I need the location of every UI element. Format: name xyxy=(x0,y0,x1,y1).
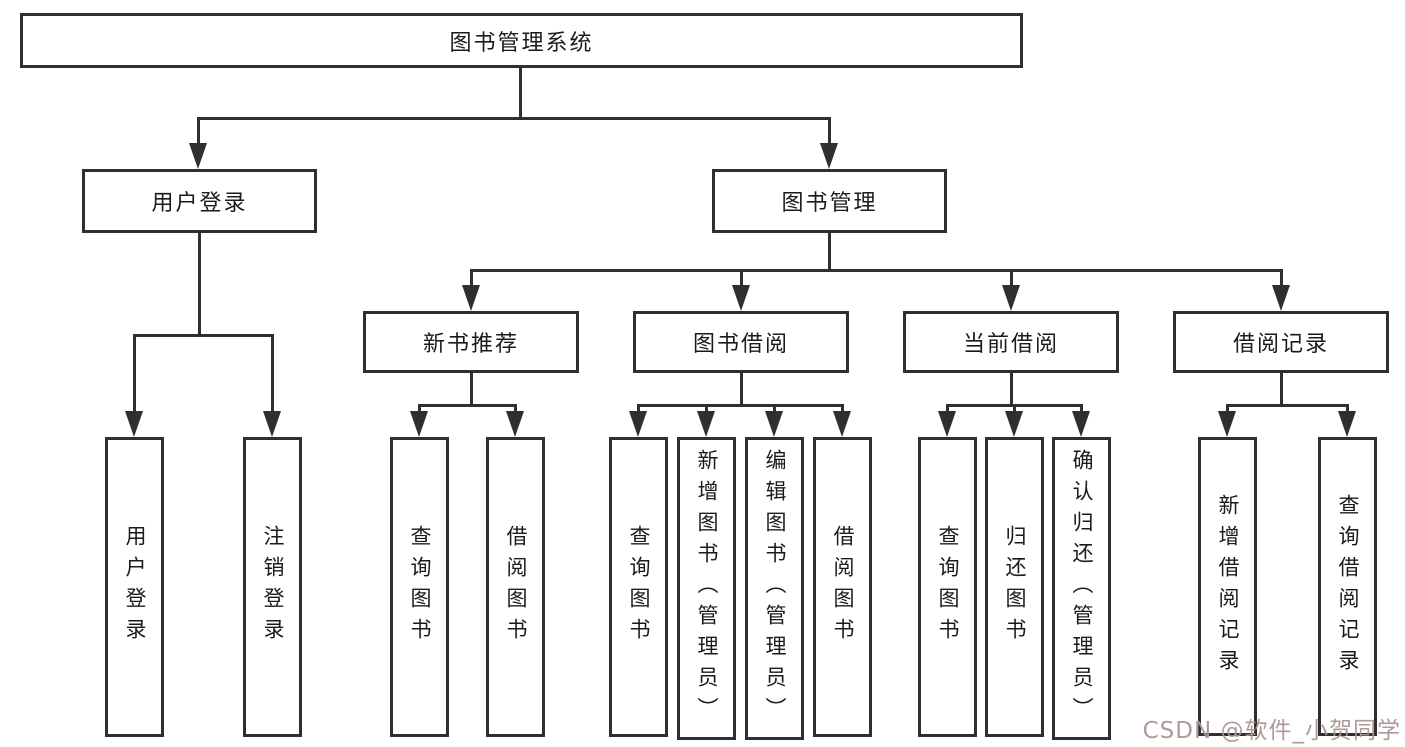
node-book-borrowing: 图书借阅 xyxy=(633,311,849,373)
node-new-book-recommendation: 新书推荐 xyxy=(363,311,579,373)
leaf-records-add-record: 新增借阅记录 xyxy=(1198,437,1257,736)
leaf-records-add-record-label: 新增借阅记录 xyxy=(1216,493,1240,680)
arrow-down-icon xyxy=(462,285,480,311)
arrow-down-icon xyxy=(765,411,783,437)
leaf-records-query-record-label: 查询借阅记录 xyxy=(1336,493,1360,680)
arrow-down-icon xyxy=(189,143,207,169)
drop-line xyxy=(470,269,473,287)
drop-line xyxy=(133,334,136,412)
node-book-management: 图书管理 xyxy=(712,169,947,233)
drop-line xyxy=(418,404,421,414)
drop-line xyxy=(1010,269,1013,287)
leaf-recommend-borrow-book: 借阅图书 xyxy=(486,437,545,737)
leaf-recommend-query-book: 查询图书 xyxy=(390,437,449,737)
leaf-borrowing-query-book: 查询图书 xyxy=(609,437,668,737)
leaf-borrowing-borrow-book: 借阅图书 xyxy=(813,437,872,737)
node-borrowing-records: 借阅记录 xyxy=(1173,311,1389,373)
drop-line xyxy=(1346,404,1349,414)
branch-line xyxy=(1227,404,1349,407)
arrow-down-icon xyxy=(820,143,838,169)
drop-line xyxy=(841,404,844,414)
node-user-login-label: 用户登录 xyxy=(151,191,248,216)
drop-line xyxy=(740,269,743,287)
trunk-line xyxy=(198,233,201,337)
leaf-borrowing-add-book-admin-label: 新增图书（管理员） xyxy=(695,449,719,728)
trunk-line xyxy=(740,373,743,407)
trunk-line xyxy=(519,68,522,120)
drop-line xyxy=(637,404,640,414)
leaf-user-login: 用户登录 xyxy=(105,437,164,737)
node-current-borrowing-label: 当前借阅 xyxy=(962,332,1059,357)
leaf-recommend-query-book-label: 查询图书 xyxy=(408,525,432,649)
branch-line xyxy=(133,334,274,337)
drop-line xyxy=(197,117,200,145)
arrow-down-icon xyxy=(1072,411,1090,437)
arrow-down-icon xyxy=(833,411,851,437)
arrow-down-icon xyxy=(1005,411,1023,437)
arrow-down-icon xyxy=(697,411,715,437)
arrow-down-icon xyxy=(938,411,956,437)
arrow-down-icon xyxy=(1272,285,1290,311)
leaf-borrowing-borrow-book-label: 借阅图书 xyxy=(831,525,855,649)
arrow-down-icon xyxy=(410,411,428,437)
leaf-records-query-record: 查询借阅记录 xyxy=(1318,437,1377,736)
node-book-management-label: 图书管理 xyxy=(781,191,878,216)
branch-line xyxy=(419,404,517,407)
drop-line xyxy=(271,334,274,412)
drop-line xyxy=(1013,404,1016,414)
leaf-current-return-book: 归还图书 xyxy=(985,437,1044,737)
arrow-down-icon xyxy=(125,411,143,437)
drop-line xyxy=(1080,404,1083,414)
arrow-down-icon xyxy=(506,411,524,437)
leaf-user-login-label: 用户登录 xyxy=(123,525,147,649)
drop-line xyxy=(946,404,949,414)
leaf-current-confirm-return-admin: 确认归还（管理员） xyxy=(1052,437,1111,740)
trunk-line xyxy=(1010,373,1013,407)
leaf-current-query-book: 查询图书 xyxy=(918,437,977,737)
arrow-down-icon xyxy=(1218,411,1236,437)
leaf-logout-label: 注销登录 xyxy=(261,525,285,649)
leaf-recommend-borrow-book-label: 借阅图书 xyxy=(504,525,528,649)
branch-line xyxy=(470,269,1282,272)
arrow-down-icon xyxy=(1002,285,1020,311)
trunk-line xyxy=(828,233,831,272)
branch-line xyxy=(638,404,844,407)
arrow-down-icon xyxy=(1338,411,1356,437)
leaf-borrowing-add-book-admin: 新增图书（管理员） xyxy=(677,437,736,740)
leaf-current-confirm-return-admin-label: 确认归还（管理员） xyxy=(1070,449,1094,728)
leaf-borrowing-edit-book-admin: 编辑图书（管理员） xyxy=(745,437,804,740)
trunk-line xyxy=(1280,373,1283,407)
leaf-current-return-book-label: 归还图书 xyxy=(1003,525,1027,649)
node-book-borrowing-label: 图书借阅 xyxy=(692,332,789,357)
drop-line xyxy=(1280,269,1283,287)
arrow-down-icon xyxy=(732,285,750,311)
csdn-watermark: CSDN @软件_小贺同学 xyxy=(1142,718,1401,744)
arrow-down-icon xyxy=(629,411,647,437)
drop-line xyxy=(828,117,831,145)
leaf-borrowing-query-book-label: 查询图书 xyxy=(627,525,651,649)
node-library-management-system-label: 图书管理系统 xyxy=(449,30,594,56)
node-current-borrowing: 当前借阅 xyxy=(903,311,1119,373)
leaf-logout: 注销登录 xyxy=(243,437,302,737)
leaf-borrowing-edit-book-admin-label: 编辑图书（管理员） xyxy=(763,449,787,728)
branch-line xyxy=(197,117,831,120)
trunk-line xyxy=(470,373,473,407)
drop-line xyxy=(1226,404,1229,414)
node-borrowing-records-label: 借阅记录 xyxy=(1232,332,1329,357)
drop-line xyxy=(773,404,776,414)
arrow-down-icon xyxy=(263,411,281,437)
drop-line xyxy=(514,404,517,414)
node-library-management-system: 图书管理系统 xyxy=(20,13,1023,68)
drop-line xyxy=(705,404,708,414)
leaf-current-query-book-label: 查询图书 xyxy=(936,525,960,649)
node-user-login: 用户登录 xyxy=(82,169,317,233)
node-new-book-recommendation-label: 新书推荐 xyxy=(422,332,519,357)
